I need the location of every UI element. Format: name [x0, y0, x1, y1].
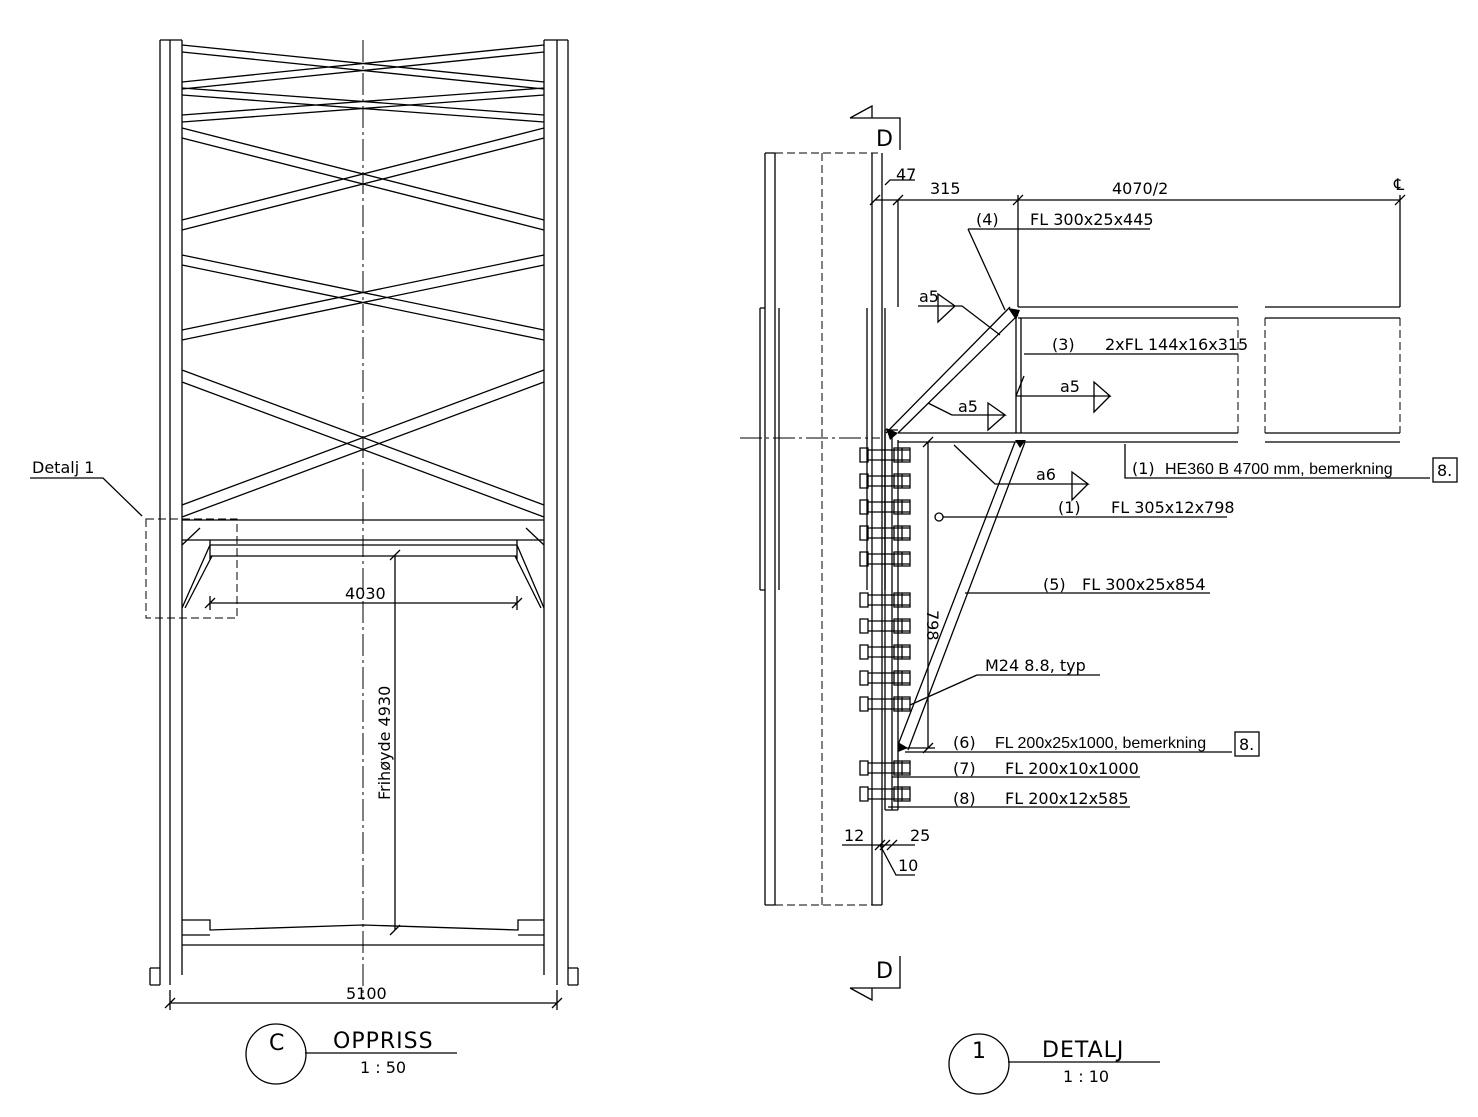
view-scale: 1 : 10 — [1063, 1067, 1109, 1086]
bolt-icon — [859, 644, 911, 660]
dim-25: 25 — [910, 826, 930, 845]
label-item-6: (6) FL 200x25x1000, bemerkning 8. — [905, 731, 1260, 757]
bolt-icon — [859, 551, 911, 567]
portal-beam — [181, 519, 545, 609]
span-dimension: 4030 — [345, 584, 386, 603]
label-item-5: (5) FL 300x25x854 — [965, 575, 1210, 594]
item-text: M24 8.8, typ — [985, 656, 1086, 675]
weld-label: a5 — [919, 287, 939, 306]
item-number: (6) — [953, 733, 976, 752]
weld-label: a5 — [958, 397, 978, 416]
view-title-detail: 1 DETALJ 1 : 10 — [948, 1033, 1160, 1095]
item-number: (5) — [1043, 575, 1066, 594]
dim-12: 12 — [844, 826, 864, 845]
span-dimension-line — [204, 596, 523, 610]
item-number: (4) — [976, 210, 999, 229]
item-text: HE360 B 4700 mm, bemerkning — [1165, 461, 1393, 478]
bolt-icon — [859, 760, 911, 776]
weld-symbol-a6: a6 — [953, 444, 1090, 502]
dim-10: 10 — [898, 856, 918, 875]
bolt-icon — [859, 447, 911, 463]
item-number: (1) — [1058, 498, 1081, 517]
height-dimension: Frihøyde 4930 — [375, 686, 394, 800]
section-label: D — [876, 127, 894, 152]
section-label: D — [876, 959, 894, 984]
item-number: (3) — [1052, 335, 1075, 354]
beam-he360b — [898, 306, 1401, 443]
item-text: FL 300x25x445 — [1030, 210, 1154, 229]
bolt-icon — [859, 696, 911, 712]
height-dimension-line — [389, 549, 401, 936]
item-text: FL 200x12x585 — [1005, 789, 1129, 808]
bolt-icon — [859, 499, 911, 515]
view-title: OPPRISS — [333, 1029, 434, 1054]
dim-798: 798 — [923, 610, 942, 641]
bolts — [859, 447, 911, 802]
dim-47: 47 — [896, 165, 916, 184]
label-item-3: (3) 2xFL 144x16x315 — [1024, 335, 1248, 355]
top-dimension-line — [869, 179, 1406, 307]
weld-label: a6 — [1036, 465, 1056, 484]
note-ref: 8. — [1437, 461, 1452, 480]
item-text: 2xFL 144x16x315 — [1105, 335, 1248, 354]
lower-strut — [897, 440, 1026, 752]
weld-symbol-a5-top: a5 — [918, 287, 1001, 336]
view-title-elevation: C OPPRISS 1 : 50 — [245, 1023, 457, 1085]
view-id: C — [269, 1031, 285, 1056]
item-text: FL 200x10x1000 — [1005, 759, 1139, 778]
note-ref: 8. — [1239, 735, 1254, 754]
detail-1-leader — [30, 477, 143, 517]
label-item-1-beam: (1) HE360 B 4700 mm, bemerkning 8. — [1124, 444, 1458, 483]
label-item-8: (8) FL 200x12x585 — [888, 789, 1130, 808]
detail-1-label: Detalj 1 — [32, 458, 94, 477]
weld-label: a5 — [1060, 377, 1080, 396]
end-plates — [884, 429, 899, 811]
item-number: (1) — [1132, 459, 1155, 478]
weld-symbol-a5-stiffener: a5 — [1015, 375, 1112, 414]
right-column — [543, 39, 569, 985]
bolt-icon — [859, 670, 911, 686]
width-dimension-line — [164, 990, 563, 1010]
centerline-symbol: ℄ — [1393, 175, 1405, 194]
bolt-icon — [859, 786, 911, 802]
bracing — [181, 44, 545, 518]
elevation-view: Detalj 1 4030 Frihøyde 4930 5100 C OPPRI… — [30, 39, 579, 1085]
bolt-icon — [859, 618, 911, 634]
view-id: 1 — [972, 1039, 987, 1064]
item-text: FL 305x12x798 — [1111, 498, 1235, 517]
bolt-icon — [859, 473, 911, 489]
width-dimension: 5100 — [346, 984, 387, 1003]
dim-4070-2: 4070/2 — [1112, 179, 1168, 198]
label-item-7: (7) FL 200x10x1000 — [892, 759, 1140, 778]
label-item-1-plate: (1) FL 305x12x798 — [934, 498, 1235, 522]
item-number: (8) — [953, 789, 976, 808]
bolt-icon — [859, 525, 911, 541]
bottom-dimension-line — [842, 839, 915, 876]
column-section — [740, 152, 886, 906]
item-text: FL 300x25x854 — [1082, 575, 1206, 594]
floor — [149, 919, 579, 986]
left-column — [159, 39, 183, 985]
dim-315: 315 — [930, 179, 961, 198]
label-item-4: (4) FL 300x25x445 — [967, 210, 1154, 311]
detail-1-marker-box — [145, 518, 238, 619]
view-title: DETALJ — [1042, 1038, 1124, 1063]
dim-798-line — [898, 436, 935, 754]
diagonal-brace — [885, 306, 1020, 440]
bolt-icon — [859, 592, 911, 608]
label-bolts: M24 8.8, typ — [909, 656, 1100, 706]
item-number: (7) — [953, 759, 976, 778]
detail-view: D D 47 315 4070/2 ℄ 798 12 25 10 a5 a5 a… — [740, 104, 1458, 1095]
section-marker-bottom: D — [849, 956, 901, 1002]
item-text: FL 200x25x1000, bemerkning — [995, 735, 1206, 752]
section-marker-top: D — [849, 104, 901, 152]
view-scale: 1 : 50 — [360, 1058, 406, 1077]
weld-symbol-a5-brace: a5 — [927, 397, 1008, 432]
